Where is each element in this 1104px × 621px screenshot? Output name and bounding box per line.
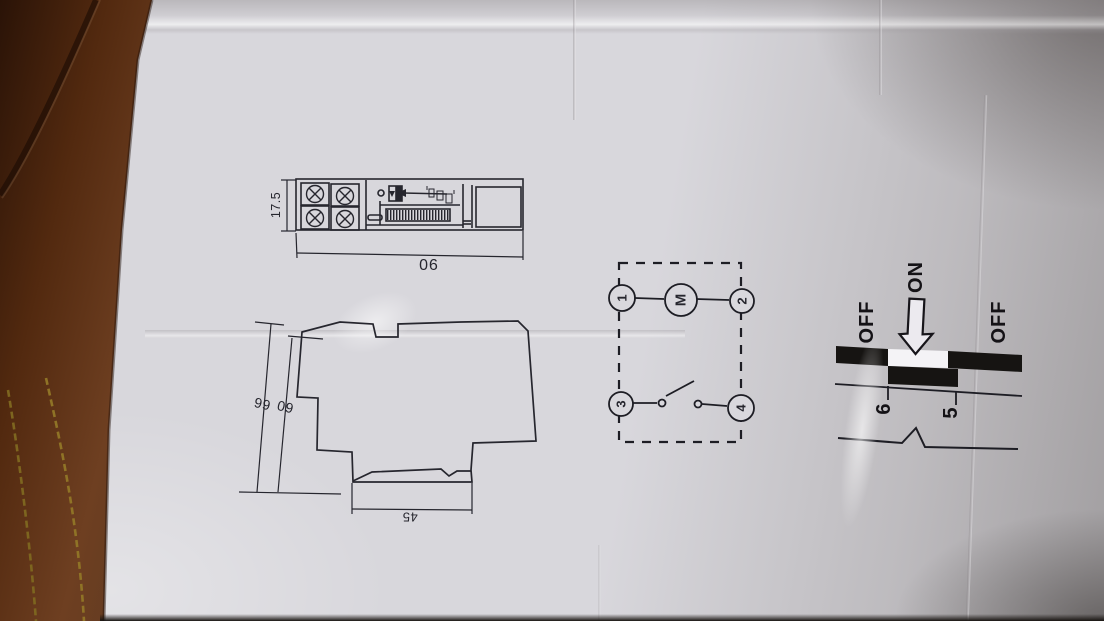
front-view-drawing	[281, 178, 524, 260]
profile-foot-bevel	[352, 468, 471, 482]
circuit-diagram	[608, 261, 755, 444]
leather-seam	[0, 0, 99, 197]
front-width-dimension	[295, 231, 524, 260]
indicator-dot-icon	[377, 189, 385, 197]
leather-sofa-background	[0, 0, 154, 621]
segment-on-middle	[888, 366, 958, 387]
terminal-block	[300, 182, 360, 231]
switch-contact-left	[657, 398, 667, 408]
device-outline	[295, 178, 524, 231]
side-width-dimension	[351, 483, 473, 514]
front-height-dimension	[281, 179, 296, 232]
leather-surface	[0, 0, 152, 621]
profile-outline	[296, 320, 537, 483]
terminal-1-circle	[608, 284, 636, 312]
segment-off-right	[948, 351, 1022, 372]
side-height-dimensions	[238, 321, 342, 495]
scale-baseline	[834, 383, 1023, 397]
leather-seam-highlight	[1, 0, 101, 199]
paper-edge	[102, 0, 154, 621]
direction-arrow-icon	[397, 189, 448, 197]
leather-stitch-line-1	[6, 389, 38, 621]
on-arrow-icon	[897, 297, 936, 356]
terminal-2-circle	[729, 288, 755, 314]
switch-lever	[665, 380, 695, 397]
screw-terminal-icons	[305, 184, 355, 229]
device-right-block	[462, 184, 522, 228]
waveform-line	[837, 426, 1019, 450]
terminal-3-circle	[608, 391, 634, 417]
timer-rack-mechanism	[366, 201, 463, 226]
terminal-4-circle	[727, 394, 755, 422]
leather-stitch-line-2	[44, 377, 86, 621]
timer-segment-scale	[834, 297, 1023, 450]
mode-markings-icon	[426, 186, 455, 204]
pointer-triangle-icon	[389, 191, 395, 197]
motor-circle	[664, 283, 698, 317]
segment-gap-white	[888, 349, 948, 368]
side-view-drawing	[238, 320, 537, 514]
segment-off-left	[836, 346, 888, 366]
switch-contact-right	[693, 399, 703, 409]
circuit-dashed-border	[617, 261, 743, 444]
